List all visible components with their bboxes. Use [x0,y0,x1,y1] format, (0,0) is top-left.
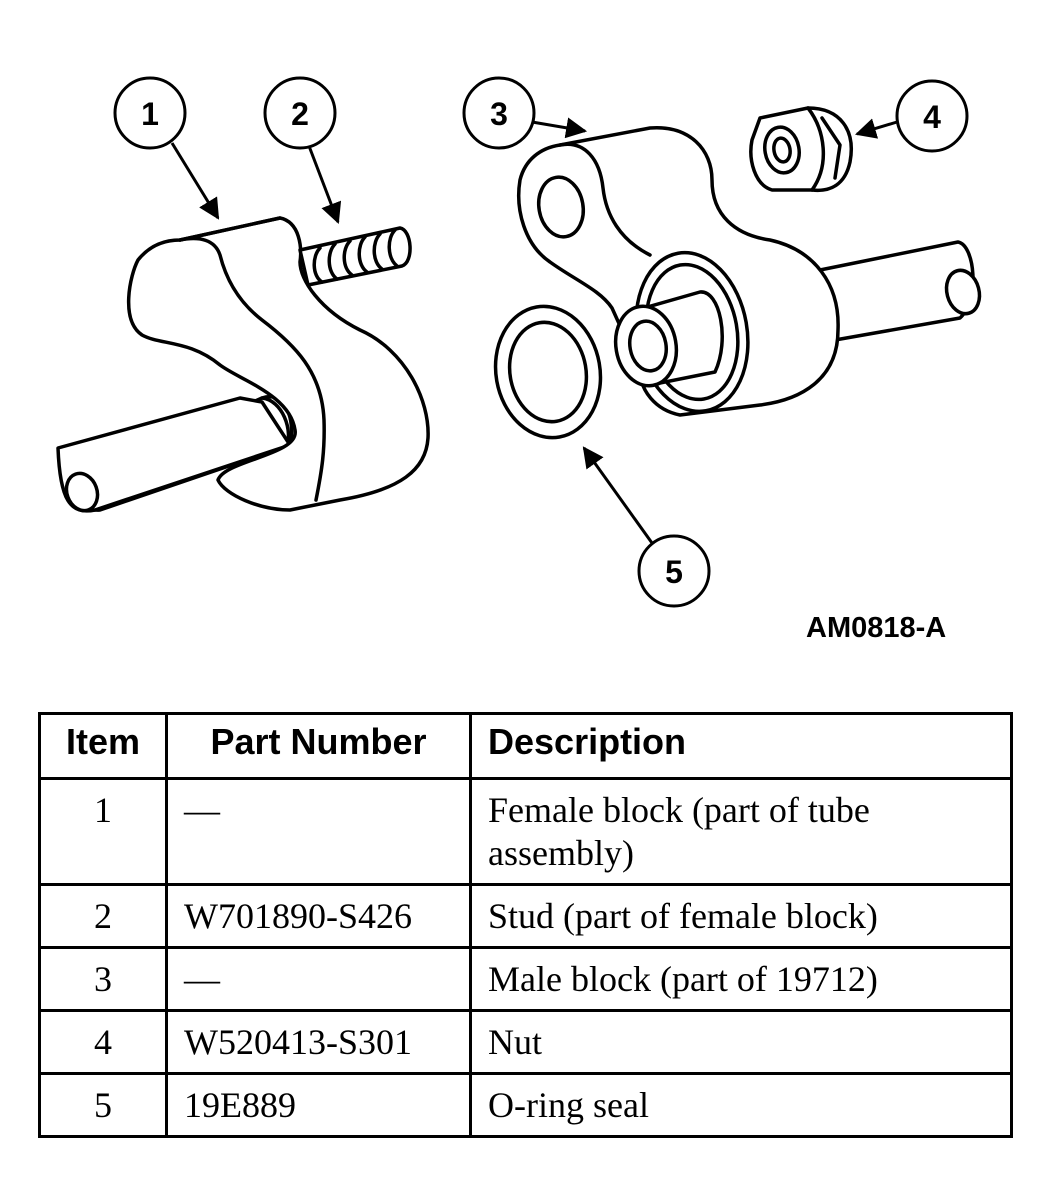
table-row: 1 — Female block (part of tube assembly) [38,777,1013,886]
cell-description: Female block (part of tube assembly) [469,777,1013,886]
callout-2: 2 [263,76,337,150]
male-block-part [517,126,982,417]
leader-arrow-4 [854,118,898,139]
leader-arrows [170,117,898,544]
callout-5: 5 [637,534,711,608]
callout-4-label: 4 [923,99,941,135]
callout-1-label: 1 [141,96,159,132]
cell-description: O-ring seal [469,1072,1013,1138]
cell-description: Male block (part of 19712) [469,946,1013,1012]
header-part-number: Part Number [165,712,472,780]
cell-item: 5 [38,1072,168,1138]
cell-part-number: 19E889 [165,1072,472,1138]
leader-arrow-3 [531,117,588,139]
table-row: 2 W701890-S426 Stud (part of female bloc… [38,883,1013,949]
table-header-row: Item Part Number Description [38,712,1013,780]
female-block-part [56,216,430,513]
parts-table: Item Part Number Description 1 — Female … [38,712,1013,1138]
leader-arrow-5 [582,446,654,544]
cell-description: Stud (part of female block) [469,883,1013,949]
leader-arrow-1 [170,142,220,220]
callout-3-label: 3 [490,96,508,132]
cell-part-number: — [165,946,472,1012]
callout-2-label: 2 [291,96,309,132]
stud-part [298,226,412,287]
cell-part-number: W701890-S426 [165,883,472,949]
table-row: 5 19E889 O-ring seal [38,1072,1013,1138]
header-item: Item [38,712,168,780]
table-row: 3 — Male block (part of 19712) [38,946,1013,1012]
o-ring-part [493,304,603,440]
cell-item: 2 [38,883,168,949]
cell-part-number: W520413-S301 [165,1009,472,1075]
leader-arrow-2 [307,145,342,224]
table-row: 4 W520413-S301 Nut [38,1009,1013,1075]
cell-item: 4 [38,1009,168,1075]
callout-5-label: 5 [665,554,683,590]
callout-3: 3 [462,76,536,150]
cell-item: 1 [38,777,168,886]
figure-id: AM0818-A [806,612,947,644]
nut-part [749,106,853,193]
callout-4: 4 [895,79,969,153]
cell-part-number: — [165,777,472,886]
callout-1: 1 [113,76,187,150]
cell-description: Nut [469,1009,1013,1075]
cell-item: 3 [38,946,168,1012]
exploded-view-diagram: 1 2 3 4 5 [56,76,982,608]
header-description: Description [469,712,1013,780]
